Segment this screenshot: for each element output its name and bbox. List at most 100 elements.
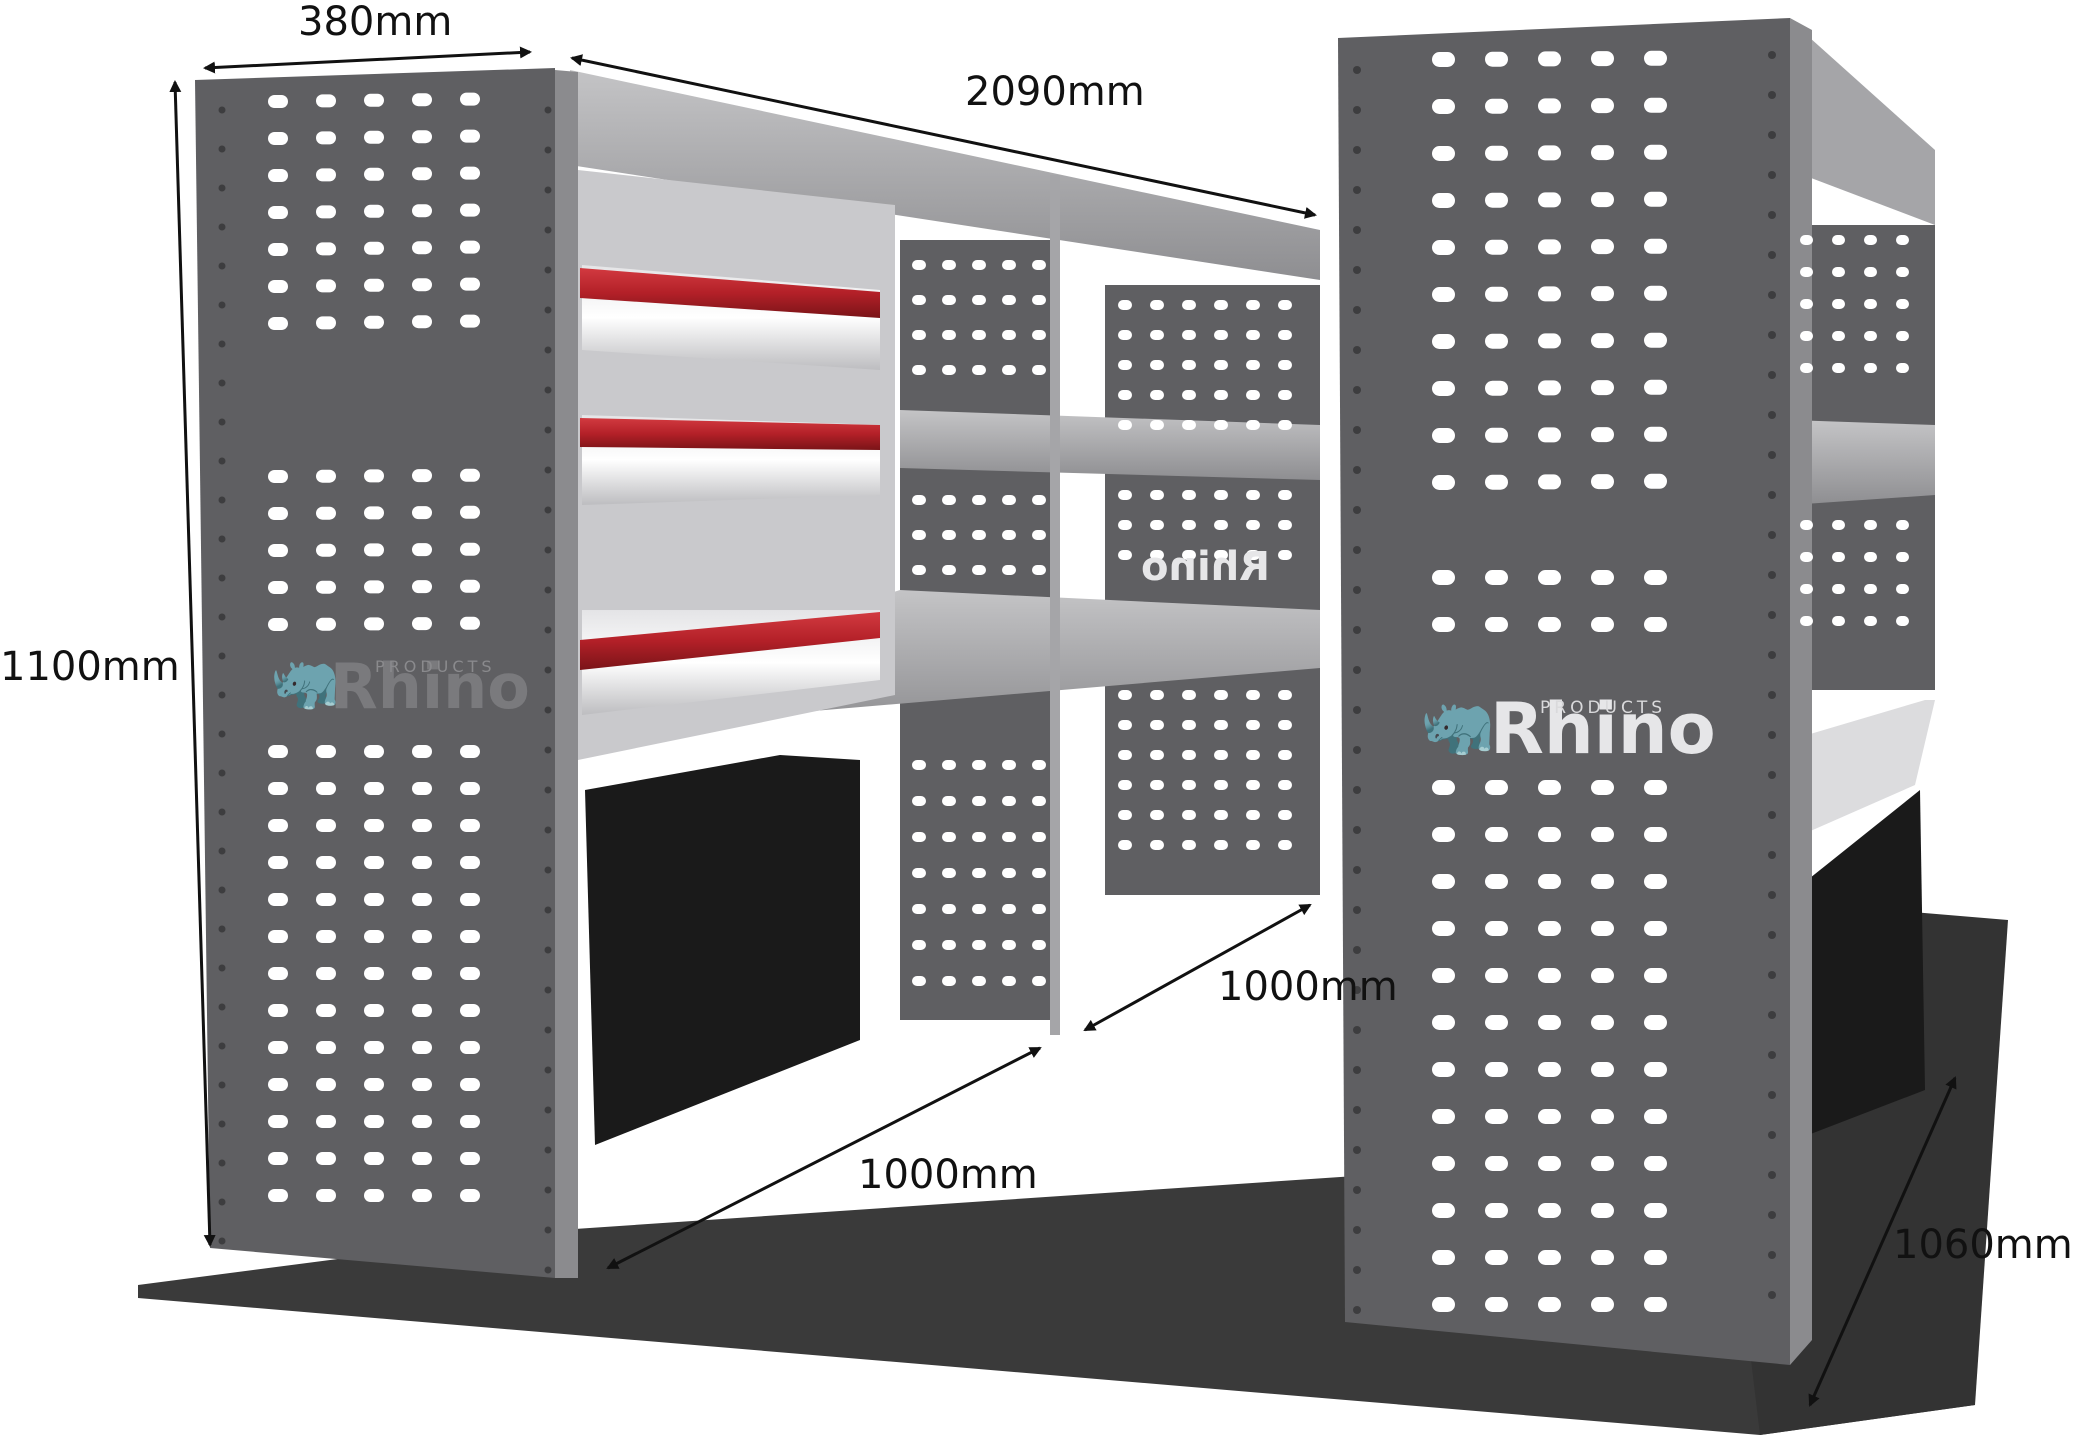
perforation-hole (1432, 780, 1455, 795)
panel-edge-dot (544, 626, 552, 634)
perforation-hole (268, 1115, 288, 1128)
dimension-length-label: 2090mm (965, 69, 1145, 115)
panel-edge-dot (1353, 346, 1361, 354)
perforation-hole (1591, 780, 1614, 795)
panel-edge-dot (218, 457, 226, 465)
perforation-hole (1538, 51, 1561, 67)
perforation-hole (1644, 473, 1667, 489)
perforation-hole (1182, 420, 1196, 430)
perforation-hole (912, 868, 926, 878)
perforation-hole (1432, 1109, 1455, 1124)
perforation-hole (1432, 1297, 1455, 1312)
perforation-hole (1150, 420, 1164, 430)
panel-edge-dot (1353, 186, 1361, 194)
panel-edge-dot (1353, 466, 1361, 474)
panel-edge-dot (544, 386, 552, 394)
perforation-hole (316, 1189, 336, 1202)
perforation-hole (942, 940, 956, 950)
perforation-hole (316, 1115, 336, 1128)
perforation-hole (1214, 490, 1228, 500)
perforation-hole (1644, 191, 1667, 207)
perforation-hole (1432, 428, 1455, 443)
panel-edge-dot (544, 466, 552, 474)
right-shelf-lower (1790, 700, 1935, 840)
perforation-hole (412, 278, 432, 292)
perforation-hole (1591, 145, 1614, 161)
perforation-hole (1485, 617, 1508, 632)
perforation-hole (364, 1115, 384, 1128)
perforation-hole (1182, 490, 1196, 500)
perforation-hole (1538, 827, 1561, 842)
perforation-hole (1246, 720, 1260, 730)
perforation-hole (942, 760, 956, 770)
perforation-hole (972, 904, 986, 914)
right-shelf-upper (1790, 420, 1935, 505)
perforation-hole (912, 976, 926, 986)
perforation-hole (316, 819, 336, 832)
perforation-hole (1032, 260, 1046, 270)
perforation-hole (1214, 390, 1228, 400)
perforation-hole (1832, 267, 1845, 277)
perforation-hole (1032, 565, 1046, 575)
perforation-hole (268, 856, 288, 869)
perforation-hole (412, 819, 432, 832)
perforation-hole (412, 506, 432, 520)
perforation-hole (364, 130, 384, 144)
perforation-hole (1538, 570, 1561, 585)
panel-edge-dot (218, 184, 226, 192)
perforation-hole (316, 94, 336, 108)
perforation-hole (316, 745, 336, 758)
perforation-hole (1182, 300, 1196, 310)
perforation-hole (912, 260, 926, 270)
panel-edge-dot (1768, 171, 1776, 179)
perforation-hole (1538, 1109, 1561, 1124)
panel-edge-dot (218, 652, 226, 660)
perforation-hole (1591, 286, 1614, 302)
perforation-hole (412, 580, 432, 594)
panel-edge-dot (1768, 491, 1776, 499)
panel-edge-dot (218, 496, 226, 504)
perforation-hole (1644, 379, 1667, 395)
perforation-hole (1182, 840, 1196, 850)
perforation-hole (1432, 1250, 1455, 1265)
perforation-hole (1800, 616, 1813, 626)
panel-edge-dot (544, 226, 552, 234)
perforation-hole (1032, 940, 1046, 950)
perforation-hole (1644, 1203, 1667, 1218)
panel-edge-dot (218, 418, 226, 426)
perforation-hole (268, 618, 288, 631)
perforation-hole (1485, 874, 1508, 889)
panel-edge-dot (218, 808, 226, 816)
perforation-hole (1485, 1062, 1508, 1077)
perforation-hole (1832, 331, 1845, 341)
perforation-hole (1032, 330, 1046, 340)
perforation-hole (1278, 490, 1292, 500)
perforation-hole (1485, 1297, 1508, 1312)
perforation-hole (1032, 365, 1046, 375)
panel-edge-dot (218, 262, 226, 270)
perforation-hole (1432, 874, 1455, 889)
perforation-hole (1644, 1015, 1667, 1030)
panel-edge-dot (1768, 851, 1776, 859)
panel-edge-dot (1353, 1186, 1361, 1194)
perforation-hole (1591, 1156, 1614, 1171)
perforation-hole (1591, 968, 1614, 983)
perforation-hole (1214, 780, 1228, 790)
perforation-hole (1002, 295, 1016, 305)
perforation-hole (316, 782, 336, 795)
perforation-hole (1644, 1109, 1667, 1124)
drawer-rail-1 (580, 268, 880, 318)
panel-edge-dot (1353, 1146, 1361, 1154)
perforation-hole (942, 565, 956, 575)
panel-edge-dot (1353, 986, 1361, 994)
panel-edge-dot (544, 986, 552, 994)
perforation-hole (412, 1152, 432, 1165)
perforation-hole (1832, 299, 1845, 309)
perforation-hole (1538, 617, 1561, 632)
perforation-hole (1591, 51, 1614, 67)
perforation-hole (460, 505, 480, 519)
perforation-hole (364, 1189, 384, 1202)
perforation-hole (1591, 921, 1614, 936)
perforation-hole (364, 1004, 384, 1017)
perforation-hole (1538, 1203, 1561, 1218)
